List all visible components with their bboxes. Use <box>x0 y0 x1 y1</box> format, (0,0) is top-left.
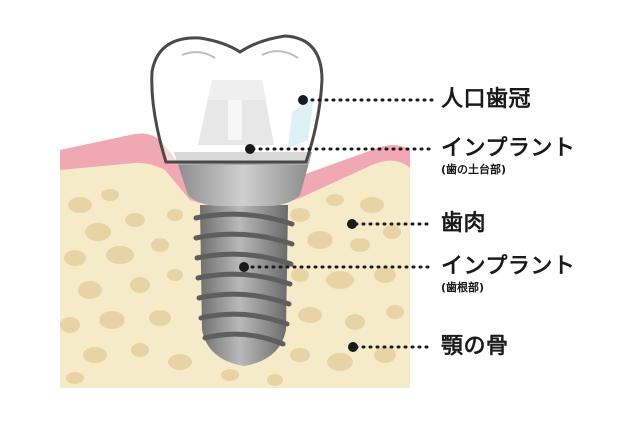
label-abutment: インプラント (歯の土台部) <box>441 136 576 177</box>
leader-dot-abutment <box>245 144 255 154</box>
label-abutment-title: インプラント <box>441 136 576 161</box>
label-gum-title: 歯肉 <box>441 211 487 236</box>
leader-dot-jawbone <box>348 342 358 352</box>
label-implant-fixture-title: インプラント <box>441 254 576 279</box>
leader-dot-fixture <box>239 262 249 272</box>
label-crown-title: 人口歯冠 <box>441 87 532 112</box>
implant-fixture-shape <box>193 205 295 366</box>
label-abutment-sub: (歯の土台部) <box>441 163 507 176</box>
crown-shape <box>150 34 324 164</box>
label-implant-fixture: インプラント (歯根部) <box>441 254 576 295</box>
label-implant-fixture-sub: (歯根部) <box>441 281 485 294</box>
label-jawbone-title: 顎の骨 <box>441 334 509 359</box>
leader-dot-crown <box>298 95 308 105</box>
leader-lines <box>243 98 434 349</box>
leader-dot-gum <box>347 219 357 229</box>
label-gum: 歯肉 <box>441 212 486 236</box>
label-jawbone: 顎の骨 <box>441 335 509 359</box>
label-crown: 人口歯冠 <box>441 88 531 112</box>
